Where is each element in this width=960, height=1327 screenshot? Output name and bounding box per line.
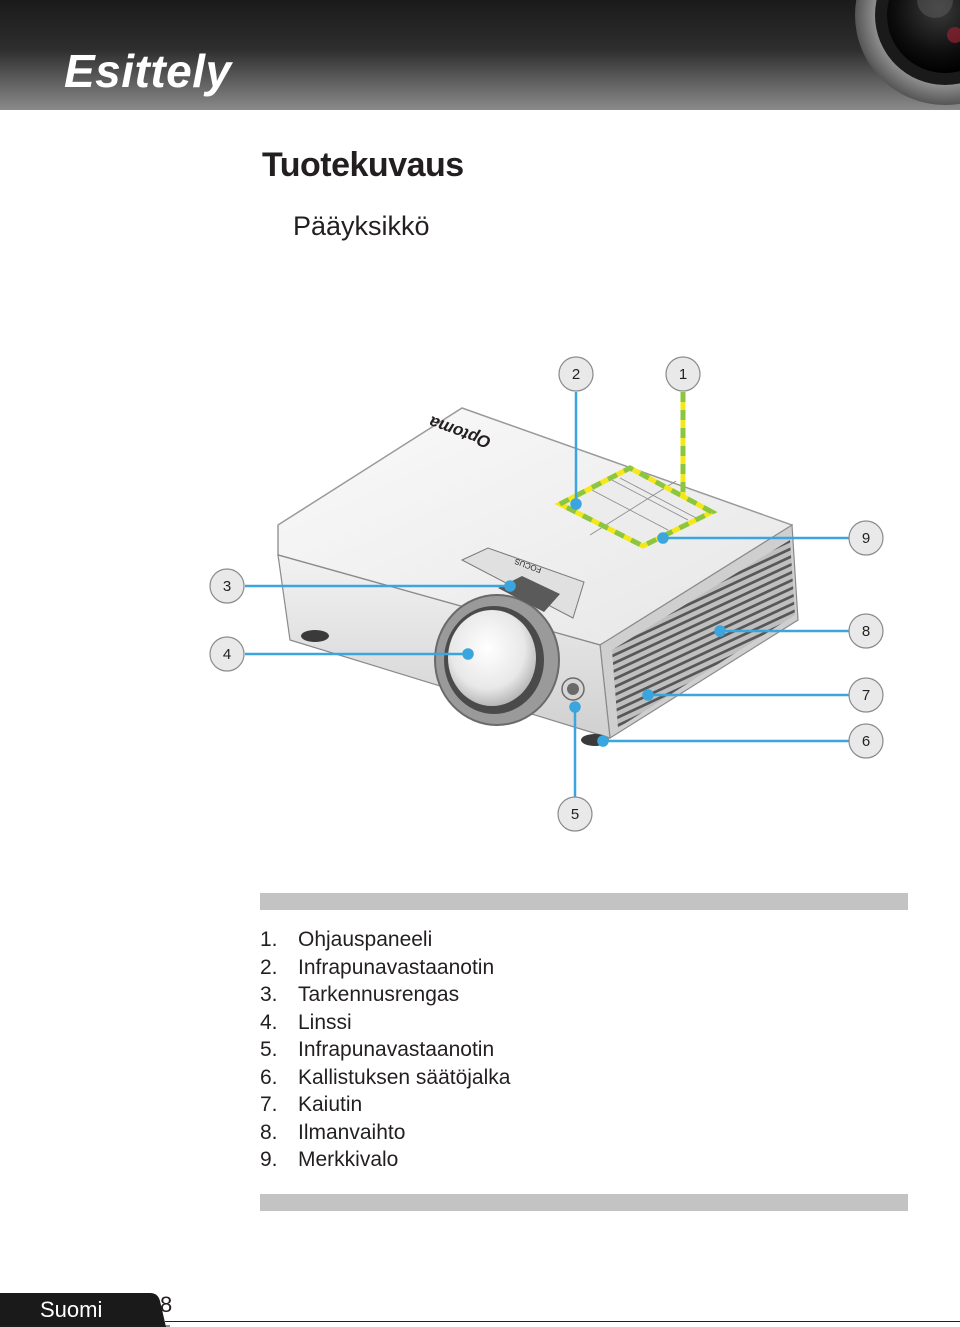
svg-text:1: 1 xyxy=(679,366,687,383)
svg-text:4: 4 xyxy=(223,646,231,663)
callout-8: 8 xyxy=(848,613,884,649)
callout-1: 1 xyxy=(665,356,701,392)
callout-7: 7 xyxy=(848,677,884,713)
parts-list: 1.Ohjauspaneeli 2.Infrapunavastaanotin 3… xyxy=(260,926,510,1174)
callout-lines xyxy=(245,392,850,798)
control-panel xyxy=(554,465,718,549)
page-header: Esittely xyxy=(0,0,960,110)
list-item: 5.Infrapunavastaanotin xyxy=(260,1038,495,1061)
list-divider-top xyxy=(260,893,908,910)
footer-language-tab xyxy=(0,1293,170,1327)
list-item: 4.Linssi xyxy=(260,1010,352,1034)
header-title: Esittely xyxy=(64,45,232,97)
list-item: 6.Kallistuksen säätöjalka xyxy=(260,1065,511,1089)
callout-9: 9 xyxy=(848,520,884,556)
list-item: 9.Merkkivalo xyxy=(260,1148,399,1171)
section-title: Tuotekuvaus xyxy=(262,146,464,184)
svg-text:8: 8 xyxy=(862,623,870,640)
list-item: 8.Ilmanvaihto xyxy=(260,1120,406,1144)
svg-text:9: 9 xyxy=(862,530,870,547)
svg-text:6: 6 xyxy=(862,733,870,750)
footer-rule xyxy=(165,1321,960,1322)
footer-language: Suomi xyxy=(40,1297,103,1322)
projector-body: Optoma FOCUS xyxy=(277,407,799,746)
svg-text:3: 3 xyxy=(223,578,231,595)
list-item: 1.Ohjauspaneeli xyxy=(260,928,433,951)
svg-text:5: 5 xyxy=(571,806,579,823)
callout-6: 6 xyxy=(848,723,884,759)
svg-text:7: 7 xyxy=(862,687,870,704)
lens-decoration-icon xyxy=(855,0,960,105)
list-item: 3.Tarkennusrengas xyxy=(260,983,460,1006)
projector-diagram: Optoma FOCUS 2 1 9 3 8 4 7 6 5 xyxy=(209,356,884,832)
list-divider-bottom xyxy=(260,1194,908,1211)
callout-4: 4 xyxy=(209,636,245,672)
list-item: 7.Kaiutin xyxy=(260,1093,363,1116)
subsection-title: Pääyksikkö xyxy=(293,211,430,241)
callout-2: 2 xyxy=(558,356,594,392)
callout-3: 3 xyxy=(209,568,245,604)
list-item: 2.Infrapunavastaanotin xyxy=(260,955,495,979)
callout-badges: 2 1 9 3 8 4 7 6 5 xyxy=(209,356,884,832)
callout-5: 5 xyxy=(557,796,593,832)
svg-text:2: 2 xyxy=(572,366,580,383)
page-number: 8 xyxy=(160,1292,173,1317)
